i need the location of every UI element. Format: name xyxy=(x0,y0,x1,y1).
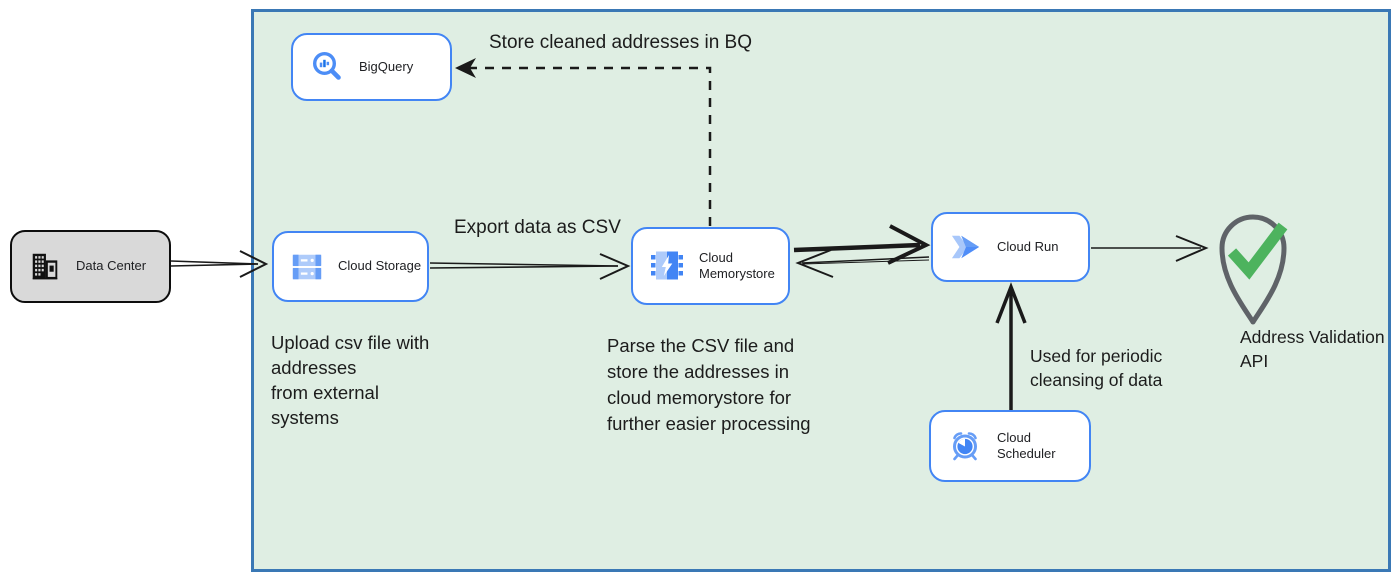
node-bigquery[interactable]: BigQuery xyxy=(291,33,452,101)
cloud-boundary-container xyxy=(251,9,1391,572)
address-validation-label: Address Validation API xyxy=(1240,327,1385,371)
building-icon xyxy=(32,253,58,279)
bigquery-magnifier-icon xyxy=(312,51,341,80)
memory-chip-icon xyxy=(651,251,683,280)
node-label: Cloud Scheduler xyxy=(997,429,1056,461)
node-cloud-memorystore[interactable]: Cloud Memorystore xyxy=(631,227,790,305)
node-data-center[interactable]: Data Center xyxy=(10,230,171,303)
annotation-export-csv: Export data as CSV xyxy=(454,217,621,238)
annotation-scheduler-note: Used for periodic cleansing of data xyxy=(1030,346,1163,390)
node-label: Cloud Memorystore xyxy=(699,249,775,281)
annotation-upload-note: Upload csv file with addresses from exte… xyxy=(271,332,430,428)
node-cloud-scheduler[interactable]: Cloud Scheduler xyxy=(929,410,1091,482)
cloud-run-chevrons-icon xyxy=(951,235,980,259)
node-label: BigQuery xyxy=(359,58,414,74)
node-label: Cloud Storage xyxy=(338,258,422,274)
alarm-clock-icon xyxy=(953,432,977,461)
node-cloud-run[interactable]: Cloud Run xyxy=(931,212,1090,282)
annotation-store-bq: Store cleaned addresses in BQ xyxy=(489,32,752,53)
node-cloud-storage[interactable]: Cloud Storage xyxy=(272,231,429,302)
node-label: Cloud Run xyxy=(997,238,1059,254)
node-label: Data Center xyxy=(76,258,147,274)
storage-buckets-icon xyxy=(292,254,322,279)
annotation-parse-note: Parse the CSV file and store the address… xyxy=(607,335,811,434)
